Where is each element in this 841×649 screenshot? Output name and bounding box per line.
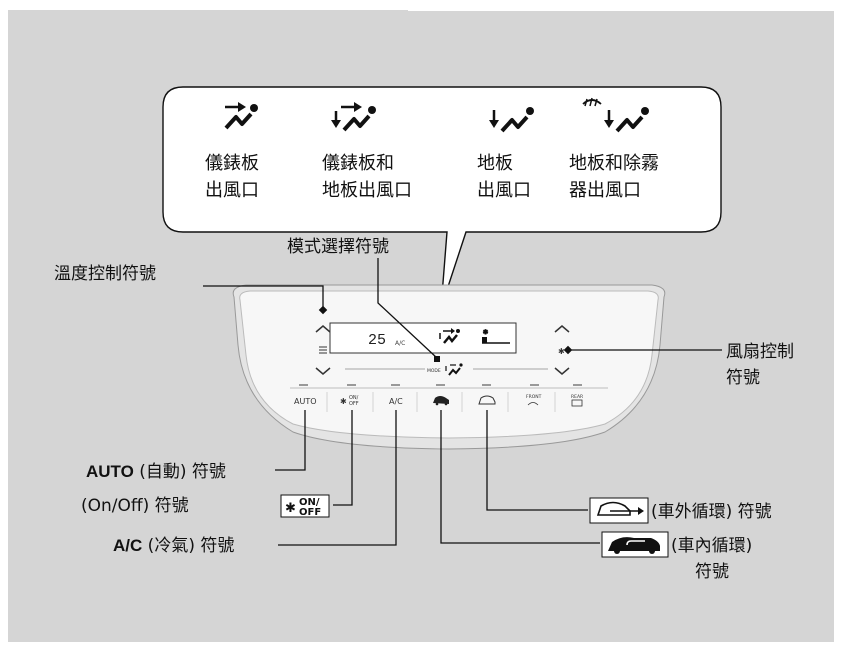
svg-text:ON/: ON/ xyxy=(349,395,359,401)
floor-vent-icon xyxy=(489,107,534,133)
temp-control-indicator xyxy=(319,346,327,354)
front-defrost-button[interactable]: FRONT xyxy=(526,394,542,406)
fresh-air-label: (車外循環) 符號 xyxy=(651,502,772,522)
recirculation-label: (車內循環) xyxy=(671,536,752,556)
rear-defrost-button[interactable]: REAR xyxy=(571,394,583,407)
mode-label: MODE xyxy=(427,368,441,374)
svg-text:OFF: OFF xyxy=(349,401,359,407)
mode-face-line2: 出風口 xyxy=(205,180,259,201)
display-mode-icon xyxy=(439,328,460,344)
onoff-label: (On/Off) 符號 xyxy=(81,496,189,516)
climate-control-panel: 25 A/C ✱ ✱ MODE xyxy=(232,284,666,450)
mode-button[interactable] xyxy=(445,363,463,376)
mode-floor-line2: 出風口 xyxy=(477,180,531,201)
fresh-air-icon xyxy=(589,497,649,524)
svg-text:FRONT: FRONT xyxy=(526,394,542,400)
mode-select-label: 模式選擇符號 xyxy=(287,237,389,257)
fan-down-button[interactable] xyxy=(554,367,570,375)
onoff-button[interactable]: ✱ ON/ OFF xyxy=(340,395,359,407)
fan-control-label-line2: 符號 xyxy=(726,368,760,388)
display-ac-indicator: A/C xyxy=(395,340,405,347)
temp-up-button[interactable] xyxy=(315,325,331,333)
floor-defrost-vent-icon xyxy=(582,97,649,133)
display-window xyxy=(329,322,517,354)
auto-button[interactable]: AUTO xyxy=(294,397,317,406)
fan-up-button[interactable] xyxy=(554,325,570,333)
recirculation-icon xyxy=(601,531,669,558)
svg-text:✱: ✱ xyxy=(340,397,347,406)
face-vent-icon xyxy=(224,102,258,130)
mode-bilevel-line2: 地板出風口 xyxy=(322,180,412,201)
temp-down-button[interactable] xyxy=(315,367,331,375)
svg-text:✱: ✱ xyxy=(285,501,296,516)
auto-label: AUTO (自動) 符號 xyxy=(86,462,226,482)
recirculation-label-line2: 符號 xyxy=(695,562,729,582)
svg-text:OFF: OFF xyxy=(299,507,321,518)
mode-floor-defrost-line1: 地板和除霧 xyxy=(569,153,659,174)
mode-face-line1: 儀錶板 xyxy=(205,153,259,174)
svg-text:✱: ✱ xyxy=(483,329,488,336)
display-temperature: 25 xyxy=(368,332,386,349)
recirculation-button[interactable] xyxy=(433,396,449,406)
svg-text:ON/: ON/ xyxy=(299,497,320,508)
temp-control-label: 溫度控制符號 xyxy=(54,264,156,284)
mode-floor-defrost-line2: 器出風口 xyxy=(569,180,641,201)
fan-icon: ✱ xyxy=(558,347,565,356)
mode-callout-bubble xyxy=(162,86,722,309)
mode-bilevel-line1: 儀錶板和 xyxy=(322,153,394,174)
svg-text:REAR: REAR xyxy=(571,394,583,400)
fresh-air-button[interactable] xyxy=(478,395,496,405)
onoff-icon: ✱ ON/ OFF xyxy=(280,494,330,518)
fan-control-label-line1: 風扇控制 xyxy=(726,342,794,362)
display-fan-level: ✱ xyxy=(482,329,510,344)
leader-dots xyxy=(318,305,573,362)
bi-level-vent-icon xyxy=(331,102,376,132)
leader-lines xyxy=(203,258,722,546)
ac-button[interactable]: A/C xyxy=(389,397,403,406)
ac-label: A/C (冷氣) 符號 xyxy=(113,536,234,556)
mode-floor-line1: 地板 xyxy=(477,153,513,174)
